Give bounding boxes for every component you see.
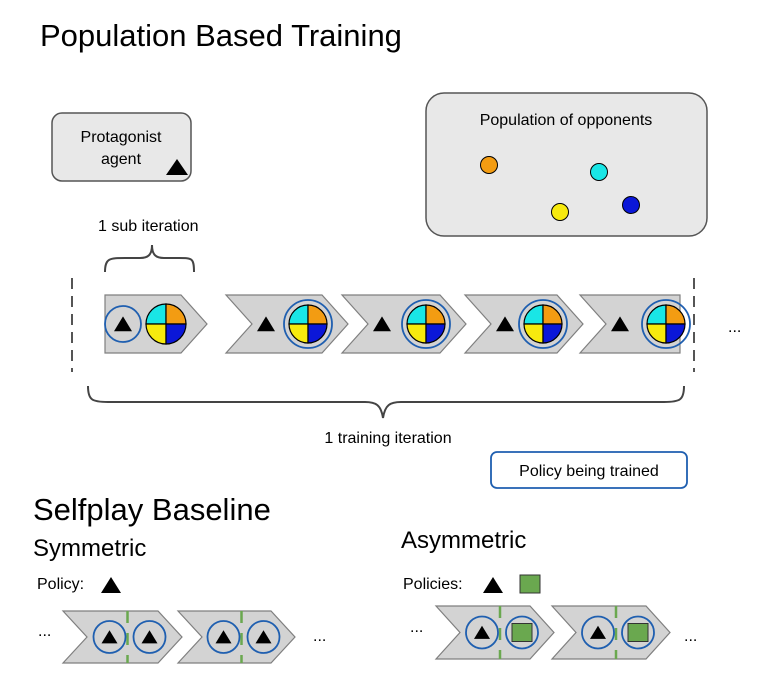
asymmetric-policies-label: Policies: [403, 576, 463, 593]
agent-triangle-icon [101, 630, 118, 644]
agent-highlight-ring [92, 620, 127, 654]
opponent-quadrant [145, 303, 167, 325]
asymmetric-policy-box-icon [519, 574, 541, 594]
symmetric-title: Symmetric [33, 535, 146, 562]
protagonist-label-line2: agent [101, 151, 142, 168]
opponent-highlight-ring [641, 299, 691, 349]
agent-highlight-ring [206, 620, 241, 654]
pbt-iteration-row [104, 294, 691, 354]
opponent-quadrant [542, 323, 563, 344]
opponent-box-icon [511, 623, 533, 642]
chevron-shape [61, 610, 183, 664]
opponent-mixture-circle [523, 304, 563, 344]
symmetric-policy-label: Policy: [37, 576, 84, 593]
population-label: Population of opponents [480, 112, 653, 129]
symmetric-ellipsis-left: ... [38, 623, 51, 640]
protagonist-triangle-icon [611, 316, 629, 332]
selfplay-chevron [61, 610, 183, 664]
sub-iteration-chevron [224, 294, 349, 354]
training-iteration-label: 1 training iteration [324, 430, 451, 447]
symmetric-ellipsis-right: ... [313, 628, 326, 645]
opponent-quadrant [165, 323, 187, 345]
agent-highlight-ring [505, 615, 539, 650]
selfplay-chevron [434, 605, 555, 660]
yellow-opponent-dot [551, 203, 569, 221]
legend-policy-being-trained: Policy being trained [490, 451, 688, 489]
protagonist-triangle-icon [114, 316, 132, 332]
population-box: Population of opponents [425, 92, 708, 237]
selfplay-chevron [176, 610, 296, 664]
protagonist-triangle-icon [496, 316, 514, 332]
opponent-quadrant [165, 303, 187, 325]
opponent-highlight-ring [401, 299, 451, 349]
opponent-quadrant [145, 323, 167, 345]
agent-highlight-ring [465, 615, 499, 650]
opponent-quadrant [665, 323, 686, 344]
sub-iteration-brace [104, 244, 195, 273]
chevron-shape [434, 605, 555, 660]
protagonist-triangle-icon [257, 316, 275, 332]
opponent-quadrant [307, 323, 328, 344]
agent-triangle-icon [215, 630, 232, 644]
protagonist-highlight-ring [104, 305, 142, 343]
agent-highlight-ring [581, 615, 615, 650]
blue-opponent-dot [622, 196, 640, 214]
selfplay-title: Selfplay Baseline [33, 492, 271, 527]
protagonist-box-bg [51, 112, 192, 182]
agent-triangle-icon [141, 630, 158, 644]
sub-iteration-label: 1 sub iteration [98, 218, 199, 235]
opponent-quadrant [665, 304, 686, 325]
opponent-highlight-ring [283, 299, 333, 349]
agent-highlight-ring [621, 615, 655, 650]
legend-label: Policy being trained [519, 463, 659, 480]
asymmetric-ellipsis-left: ... [410, 619, 423, 636]
chevron-shape [224, 294, 349, 354]
asymmetric-policy-triangle-icon [483, 577, 503, 593]
protagonist-box: Protagonist agent [51, 112, 192, 182]
selfplay-rows [61, 605, 671, 664]
asymmetric-ellipsis-right: ... [684, 628, 697, 645]
opponent-mixture-circle [406, 304, 446, 344]
agent-triangle-icon [255, 630, 272, 644]
opponent-mixture-circle [646, 304, 686, 344]
legend-box [490, 451, 688, 489]
asymmetric-title: Asymmetric [401, 527, 526, 554]
row-ellipsis: ... [728, 319, 741, 336]
orange-opponent-dot [480, 156, 498, 174]
chevron-shape [176, 610, 296, 664]
sub-iteration-chevron [104, 294, 208, 354]
protagonist-triangle-icon [373, 316, 391, 332]
page-title: Population Based Training [40, 18, 402, 53]
protagonist-triangle-icon [166, 159, 188, 175]
chevron-shape [340, 294, 467, 354]
opponent-quadrant [425, 323, 446, 344]
sub-iteration-chevron [578, 294, 691, 354]
chevron-shape [550, 605, 671, 660]
protagonist-label-line1: Protagonist [81, 129, 162, 146]
cyan-opponent-dot [590, 163, 608, 181]
opponent-mixture-circle [145, 303, 187, 345]
opponent-mixture-circle [288, 304, 328, 344]
symmetric-policy-triangle-icon [101, 577, 121, 593]
agent-highlight-ring [132, 620, 167, 654]
selfplay-chevron [550, 605, 671, 660]
sub-iteration-chevron [463, 294, 584, 354]
opponent-box-icon [627, 623, 649, 642]
agent-triangle-icon [474, 625, 490, 639]
agent-highlight-ring [246, 620, 281, 654]
opponent-highlight-ring [518, 299, 568, 349]
sub-iteration-chevron [340, 294, 467, 354]
training-iteration-brace [87, 385, 685, 419]
agent-triangle-icon [590, 625, 606, 639]
